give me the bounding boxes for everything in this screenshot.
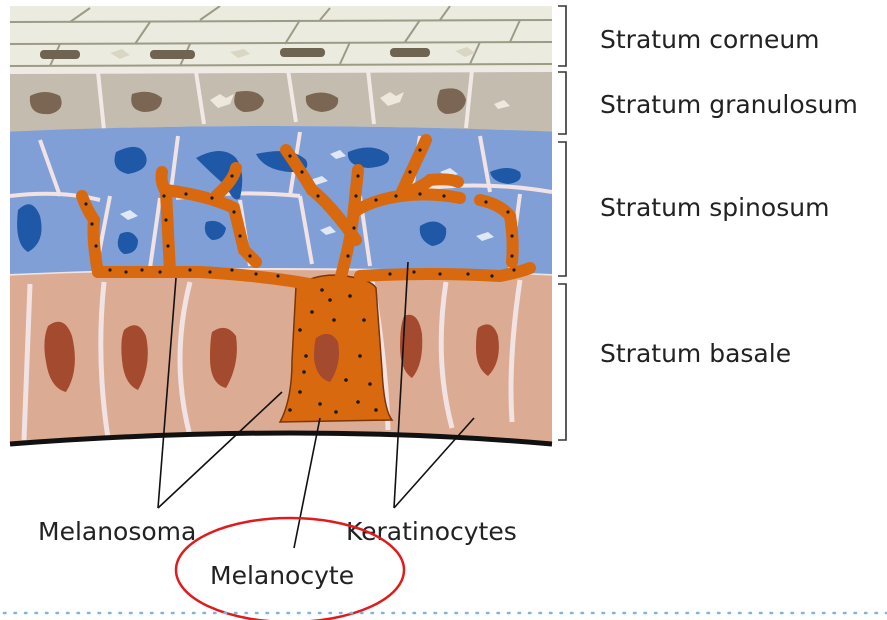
layer-label-spinosum: Stratum spinosum <box>600 193 829 222</box>
skin-tissue <box>0 0 560 460</box>
layer-label-granulosum: Stratum granulosum <box>600 90 858 119</box>
callout-melanosoma: Melanosoma <box>38 517 196 546</box>
layer-label-corneum: Stratum corneum <box>600 25 820 54</box>
layer-label-basale: Stratum basale <box>600 339 791 368</box>
callout-melanocyte: Melanocyte <box>210 561 354 590</box>
callout-keratinocytes: Keratinocytes <box>346 517 517 546</box>
layer-brackets <box>558 6 566 440</box>
